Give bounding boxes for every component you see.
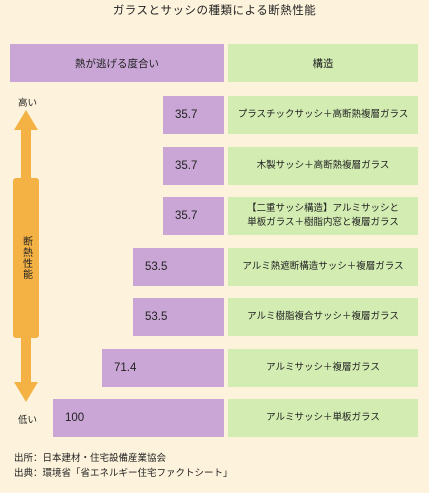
- source-line-1: 出所：日本建材・住宅設備産業協会: [14, 453, 167, 464]
- insulation-axis-arrow-icon: [13, 110, 39, 402]
- bar: 100: [53, 399, 224, 437]
- bar: 35.7: [163, 147, 224, 185]
- bar-value-label: 35.7: [175, 109, 198, 121]
- structure-label-text: 【二重サッシ構造】アルミサッシと 単板ガラス＋樹脂内窓と複層ガラス: [247, 203, 399, 228]
- structure-label: アルミ熱遮断構造サッシ＋複層ガラス: [228, 248, 418, 286]
- bar-value-label: 53.5: [145, 261, 168, 273]
- insulation-axis-text: 断熱性能: [20, 236, 32, 280]
- bar: 53.5: [133, 248, 224, 286]
- bar: 53.5: [133, 298, 224, 336]
- bar: 35.7: [163, 197, 224, 235]
- bar-value-label: 100: [65, 412, 85, 424]
- header-heat-loss: 熱が逃げる度合い: [10, 44, 224, 82]
- structure-label-text: アルミ熱遮断構造サッシ＋複層ガラス: [242, 261, 404, 272]
- axis-low-label: 低い: [18, 415, 38, 426]
- structure-label-text: アルミ樹脂複合サッシ＋複層ガラス: [247, 311, 399, 322]
- structure-label: アルミ樹脂複合サッシ＋複層ガラス: [228, 298, 418, 336]
- structure-label-text: アルミサッシ＋複層ガラス: [266, 362, 380, 373]
- structure-label: アルミサッシ＋単板ガラス: [228, 399, 418, 437]
- source-line-2: 出典：環境省「省エネルギー住宅ファクトシート」: [14, 468, 233, 479]
- bar: 71.4: [102, 349, 224, 387]
- structure-label-text: アルミサッシ＋単板ガラス: [266, 412, 380, 423]
- axis-high-label: 高い: [18, 98, 38, 109]
- header-structure: 構造: [228, 44, 418, 82]
- bar-value-label: 71.4: [114, 362, 137, 374]
- insulation-axis-label: 断熱性能: [16, 180, 36, 336]
- bar-value-label: 53.5: [145, 311, 168, 323]
- header-heat-loss-label: 熱が逃げる度合い: [75, 57, 159, 70]
- structure-label-text: 木製サッシ＋高断熱複層ガラス: [256, 160, 390, 171]
- structure-label: 【二重サッシ構造】アルミサッシと 単板ガラス＋樹脂内窓と複層ガラス: [228, 197, 418, 235]
- structure-label: アルミサッシ＋複層ガラス: [228, 349, 418, 387]
- bar-value-label: 35.7: [175, 160, 198, 172]
- bar-value-label: 35.7: [175, 210, 198, 222]
- structure-label: プラスチックサッシ＋高断熱複層ガラス: [228, 96, 418, 134]
- structure-label-text: プラスチックサッシ＋高断熱複層ガラス: [237, 109, 409, 120]
- chart-title: ガラスとサッシの種類による断熱性能: [112, 3, 317, 17]
- structure-label: 木製サッシ＋高断熱複層ガラス: [228, 147, 418, 185]
- header-structure-label: 構造: [312, 57, 334, 70]
- bar: 35.7: [163, 96, 224, 134]
